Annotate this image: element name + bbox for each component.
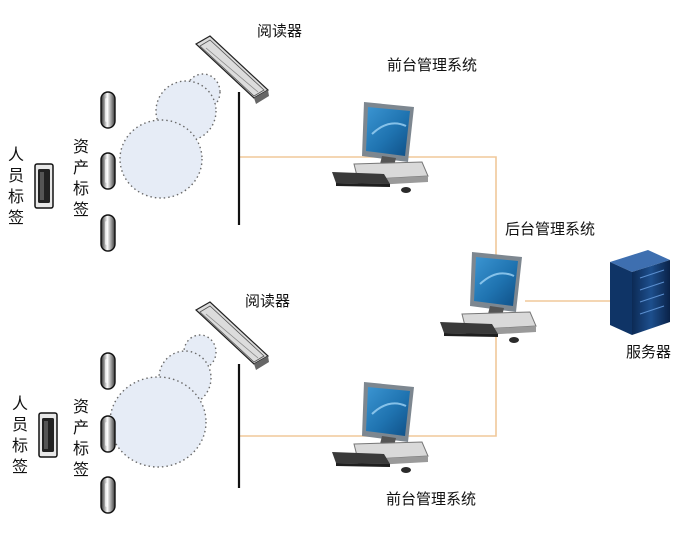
front-system-label-top: 前台管理系统	[387, 56, 478, 74]
asset-tag-icon	[100, 152, 116, 190]
reader-label-bottom: 阅读器	[245, 292, 291, 310]
server-tower-icon	[610, 250, 670, 335]
asset-tag-icon	[100, 214, 116, 252]
asset-tag-icon	[100, 91, 116, 129]
server-label: 服务器	[626, 343, 672, 361]
signal-waves-bottom	[109, 334, 217, 468]
desktop-computer-icon	[331, 101, 429, 194]
asset-tag-label-top: 资产标签	[72, 137, 89, 219]
network-links	[239, 156, 612, 437]
desktop-computer-icon	[439, 251, 537, 344]
desktop-computer-icon	[331, 381, 429, 474]
reader-label-top: 阅读器	[257, 22, 303, 40]
signal-waves-top	[119, 73, 221, 199]
person-tag-icon	[34, 163, 54, 209]
asset-tag-icon	[100, 415, 116, 453]
person-tag-label-top: 人员标签	[7, 145, 24, 227]
asset-tag-icon	[100, 352, 116, 390]
front-system-label-bottom: 前台管理系统	[386, 490, 477, 508]
person-tag-icon	[38, 412, 58, 458]
back-system-label: 后台管理系统	[505, 220, 596, 238]
person-tag-label-bottom: 人员标签	[11, 394, 28, 476]
asset-tag-icon	[100, 476, 116, 514]
asset-tag-label-bottom: 资产标签	[72, 397, 89, 479]
